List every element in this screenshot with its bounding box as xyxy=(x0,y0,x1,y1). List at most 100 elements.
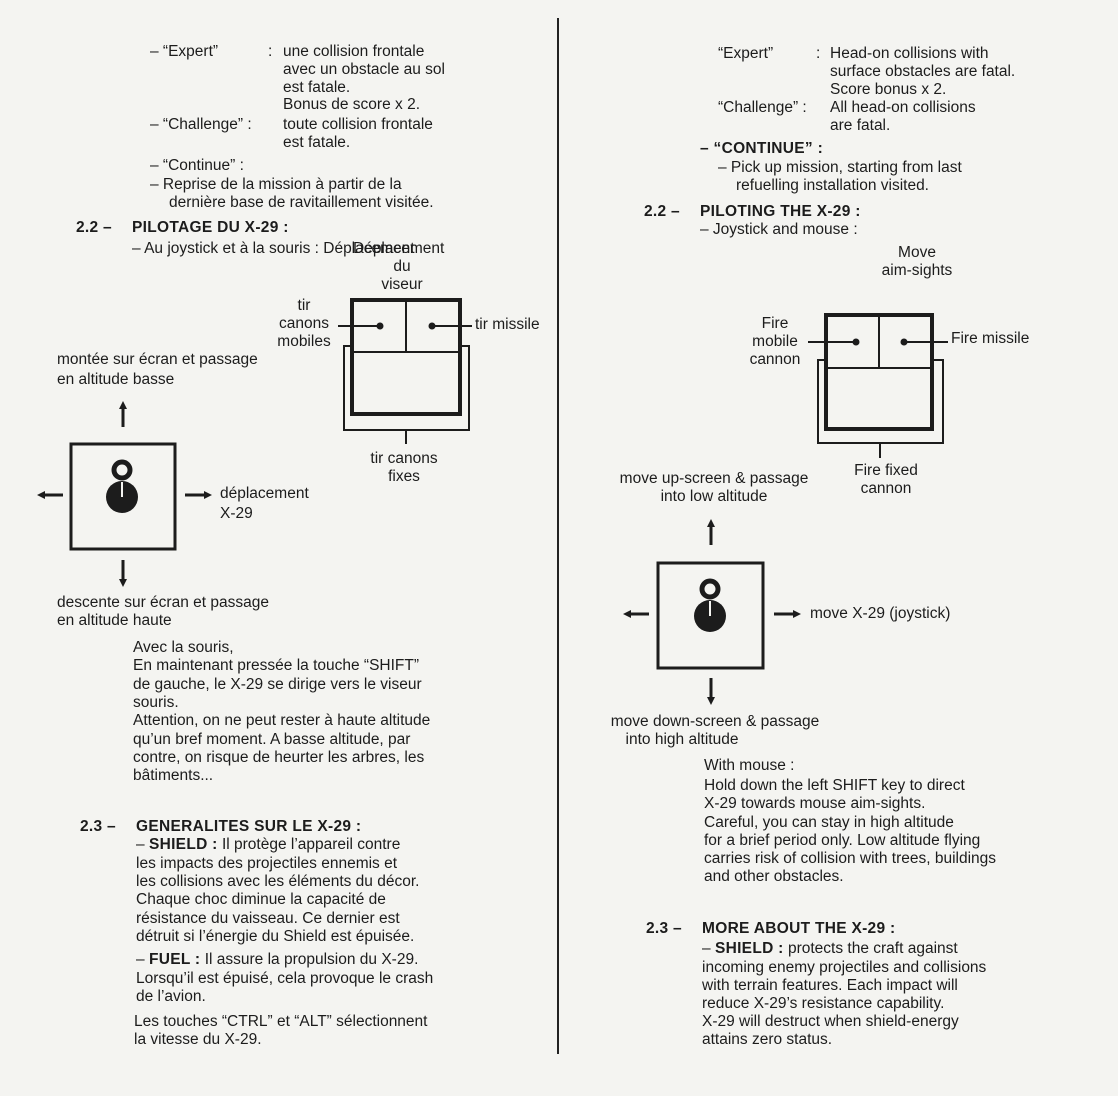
r-mode-expert-text-2: surface obstacles are fatal. xyxy=(830,63,1016,80)
right-joystick-box xyxy=(656,561,765,670)
r-shield-line-3: with terrain features. Each impact will xyxy=(702,977,958,994)
r-shield-keyword: SHIELD : xyxy=(714,940,784,957)
section-2-2-number: 2.2 – xyxy=(76,219,112,236)
r-mode-challenge-text-2: are fatal. xyxy=(830,117,891,134)
shield-dash: – xyxy=(136,836,149,853)
r-shield-first: – SHIELD : protects the craft against xyxy=(702,940,958,958)
r-shield-line-5: X-29 will destruct when shield-energy xyxy=(702,1013,959,1030)
r-shield-first-text: protects the craft against xyxy=(783,940,958,957)
souris-line-1: Avec la souris, xyxy=(133,639,234,656)
r-shield-line-2: incoming enemy projectiles and collision… xyxy=(702,959,987,976)
r-label-mobile-3: cannon xyxy=(749,351,801,368)
r-label-fixed-1: Fire fixed xyxy=(854,462,918,479)
label-up-2: en altitude basse xyxy=(57,371,175,388)
label-down-2: en altitude haute xyxy=(57,612,172,629)
continue-text-2: dernière base de ravitaillement visitée. xyxy=(169,194,434,211)
r-mode-expert-label: “Expert” xyxy=(718,45,774,62)
shield-paragraph-first: – SHIELD : Il protège l’appareil contre xyxy=(136,836,400,854)
keys-line-1: Les touches “CTRL” et “ALT” sélectionnen… xyxy=(134,1013,428,1030)
label-right-1: déplacement xyxy=(220,485,309,502)
r-label-down-2: into high altitude xyxy=(625,731,739,748)
mode-expert-text-4: Bonus de score x 2. xyxy=(283,96,420,113)
fuel-line-3: de l’avion. xyxy=(136,988,206,1005)
label-right-2: X-29 xyxy=(220,505,253,522)
mode-challenge-text-1: toute collision frontale xyxy=(283,116,433,133)
mode-expert-text-3: est fatale. xyxy=(283,79,351,96)
left-mouse-outline xyxy=(343,345,470,431)
label-up-1: montée sur écran et passage xyxy=(57,351,258,368)
r-section-2-2-number: 2.2 – xyxy=(644,203,680,220)
right-joystick-knob-icon xyxy=(699,578,721,600)
shield-first-text: Il protège l’appareil contre xyxy=(217,836,401,853)
label-mobile-tir: tir xyxy=(297,297,311,314)
r-continue-title: – “CONTINUE” : xyxy=(700,140,824,157)
fuel-keyword: FUEL : xyxy=(148,951,201,968)
r-label-move-1: Move xyxy=(898,244,936,261)
r-continue-text-1: – Pick up mission, starting from last xyxy=(718,159,962,176)
r-label-up-2: into low altitude xyxy=(660,488,768,505)
r-mode-challenge-label: “Challenge” : xyxy=(718,99,807,116)
shield-line-5: résistance du vaisseau. Ce dernier est xyxy=(136,910,400,927)
r-mouse-line-1: With mouse : xyxy=(704,757,795,774)
r-mouse-line-4: Careful, you can stay in high altitude xyxy=(704,814,954,831)
r-continue-text-2: refuelling installation visited. xyxy=(736,177,929,194)
mode-expert-colon: : xyxy=(268,43,273,60)
r-label-up-1: move up-screen & passage xyxy=(619,470,809,487)
r-section-2-2-title: PILOTING THE X-29 : xyxy=(700,203,861,220)
r-section-2-3-number: 2.3 – xyxy=(646,920,682,937)
keys-line-2: la vitesse du X-29. xyxy=(134,1031,262,1048)
shield-line-4: Chaque choc diminue la capacité de xyxy=(136,891,386,908)
r-label-down-1: move down-screen & passage xyxy=(610,713,820,730)
r-shield-dash: – xyxy=(702,940,715,957)
souris-line-6: qu’un bref moment. A basse altitude, par xyxy=(133,731,411,748)
right-mobile-dot xyxy=(852,338,860,346)
mode-continue-label: – “Continue” : xyxy=(150,157,244,174)
shield-keyword: SHIELD : xyxy=(148,836,218,853)
right-missile-dot xyxy=(900,338,908,346)
r-mouse-line-3: X-29 towards mouse aim-sights. xyxy=(704,795,926,812)
label-fixed-2: fixes xyxy=(388,468,420,485)
label-move-sight-viseur: viseur xyxy=(381,276,423,293)
mode-expert-text-2: avec un obstacle au sol xyxy=(283,61,445,78)
left-mouse-diagram xyxy=(338,298,472,444)
left-joystick-diagram xyxy=(37,401,212,587)
r-label-mobile-1: Fire xyxy=(761,315,789,332)
fuel-line-2: Lorsqu’il est épuisé, cela provoque le c… xyxy=(136,970,434,987)
right-joystick-diagram xyxy=(623,519,801,705)
continue-text-1: – Reprise de la mission à partir de la xyxy=(150,176,402,193)
souris-line-3: de gauche, le X-29 se dirige vers le vis… xyxy=(133,676,422,693)
r-mouse-line-2: Hold down the left SHIFT key to direct xyxy=(704,777,965,794)
right-mouse-diagram xyxy=(808,313,948,458)
r-label-mobile-2: mobile xyxy=(752,333,798,350)
label-move-sight-1: Déplacement xyxy=(353,240,445,257)
mode-challenge-text-2: est fatale. xyxy=(283,134,351,151)
section-2-2-intro: – Au joystick et à la souris : Déplaceme… xyxy=(132,240,415,257)
souris-line-7: contre, on risque de heurter les arbres,… xyxy=(133,749,425,766)
souris-line-4: souris. xyxy=(133,694,179,711)
souris-line-2: En maintenant pressée la touche “SHIFT” xyxy=(133,657,420,674)
r-mode-challenge-text-1: All head-on collisions xyxy=(830,99,976,116)
section-2-2-title: PILOTAGE DU X-29 : xyxy=(132,219,289,236)
r-mode-expert-text-1: Head-on collisions with xyxy=(830,45,989,62)
label-mobile-canons: canons xyxy=(279,315,329,332)
souris-line-8: bâtiments... xyxy=(133,767,214,784)
left-mobile-dot xyxy=(376,322,384,330)
souris-line-5: Attention, on ne peut rester à haute alt… xyxy=(133,712,431,729)
r-label-right: move X-29 (joystick) xyxy=(810,605,951,622)
fuel-paragraph-first: – FUEL : Il assure la propulsion du X-29… xyxy=(136,951,418,969)
label-fixed-1: tir canons xyxy=(370,450,438,467)
label-down-1: descente sur écran et passage xyxy=(57,594,269,611)
r-label-fixed-2: cannon xyxy=(860,480,912,497)
r-section-2-3-title: MORE ABOUT THE X-29 : xyxy=(702,920,896,937)
r-mouse-line-7: and other obstacles. xyxy=(704,868,844,885)
r-label-missile: Fire missile xyxy=(951,330,1030,347)
label-mobile-mobiles: mobiles xyxy=(277,333,331,350)
label-missile: tir missile xyxy=(475,316,540,333)
left-joystick-box xyxy=(69,442,177,551)
shield-line-3: les collisions avec les éléments du déco… xyxy=(136,873,420,890)
section-2-3-number: 2.3 – xyxy=(80,818,116,835)
left-missile-dot xyxy=(428,322,436,330)
fuel-dash: – xyxy=(136,951,149,968)
mode-challenge-label: – “Challenge” : xyxy=(150,116,252,133)
